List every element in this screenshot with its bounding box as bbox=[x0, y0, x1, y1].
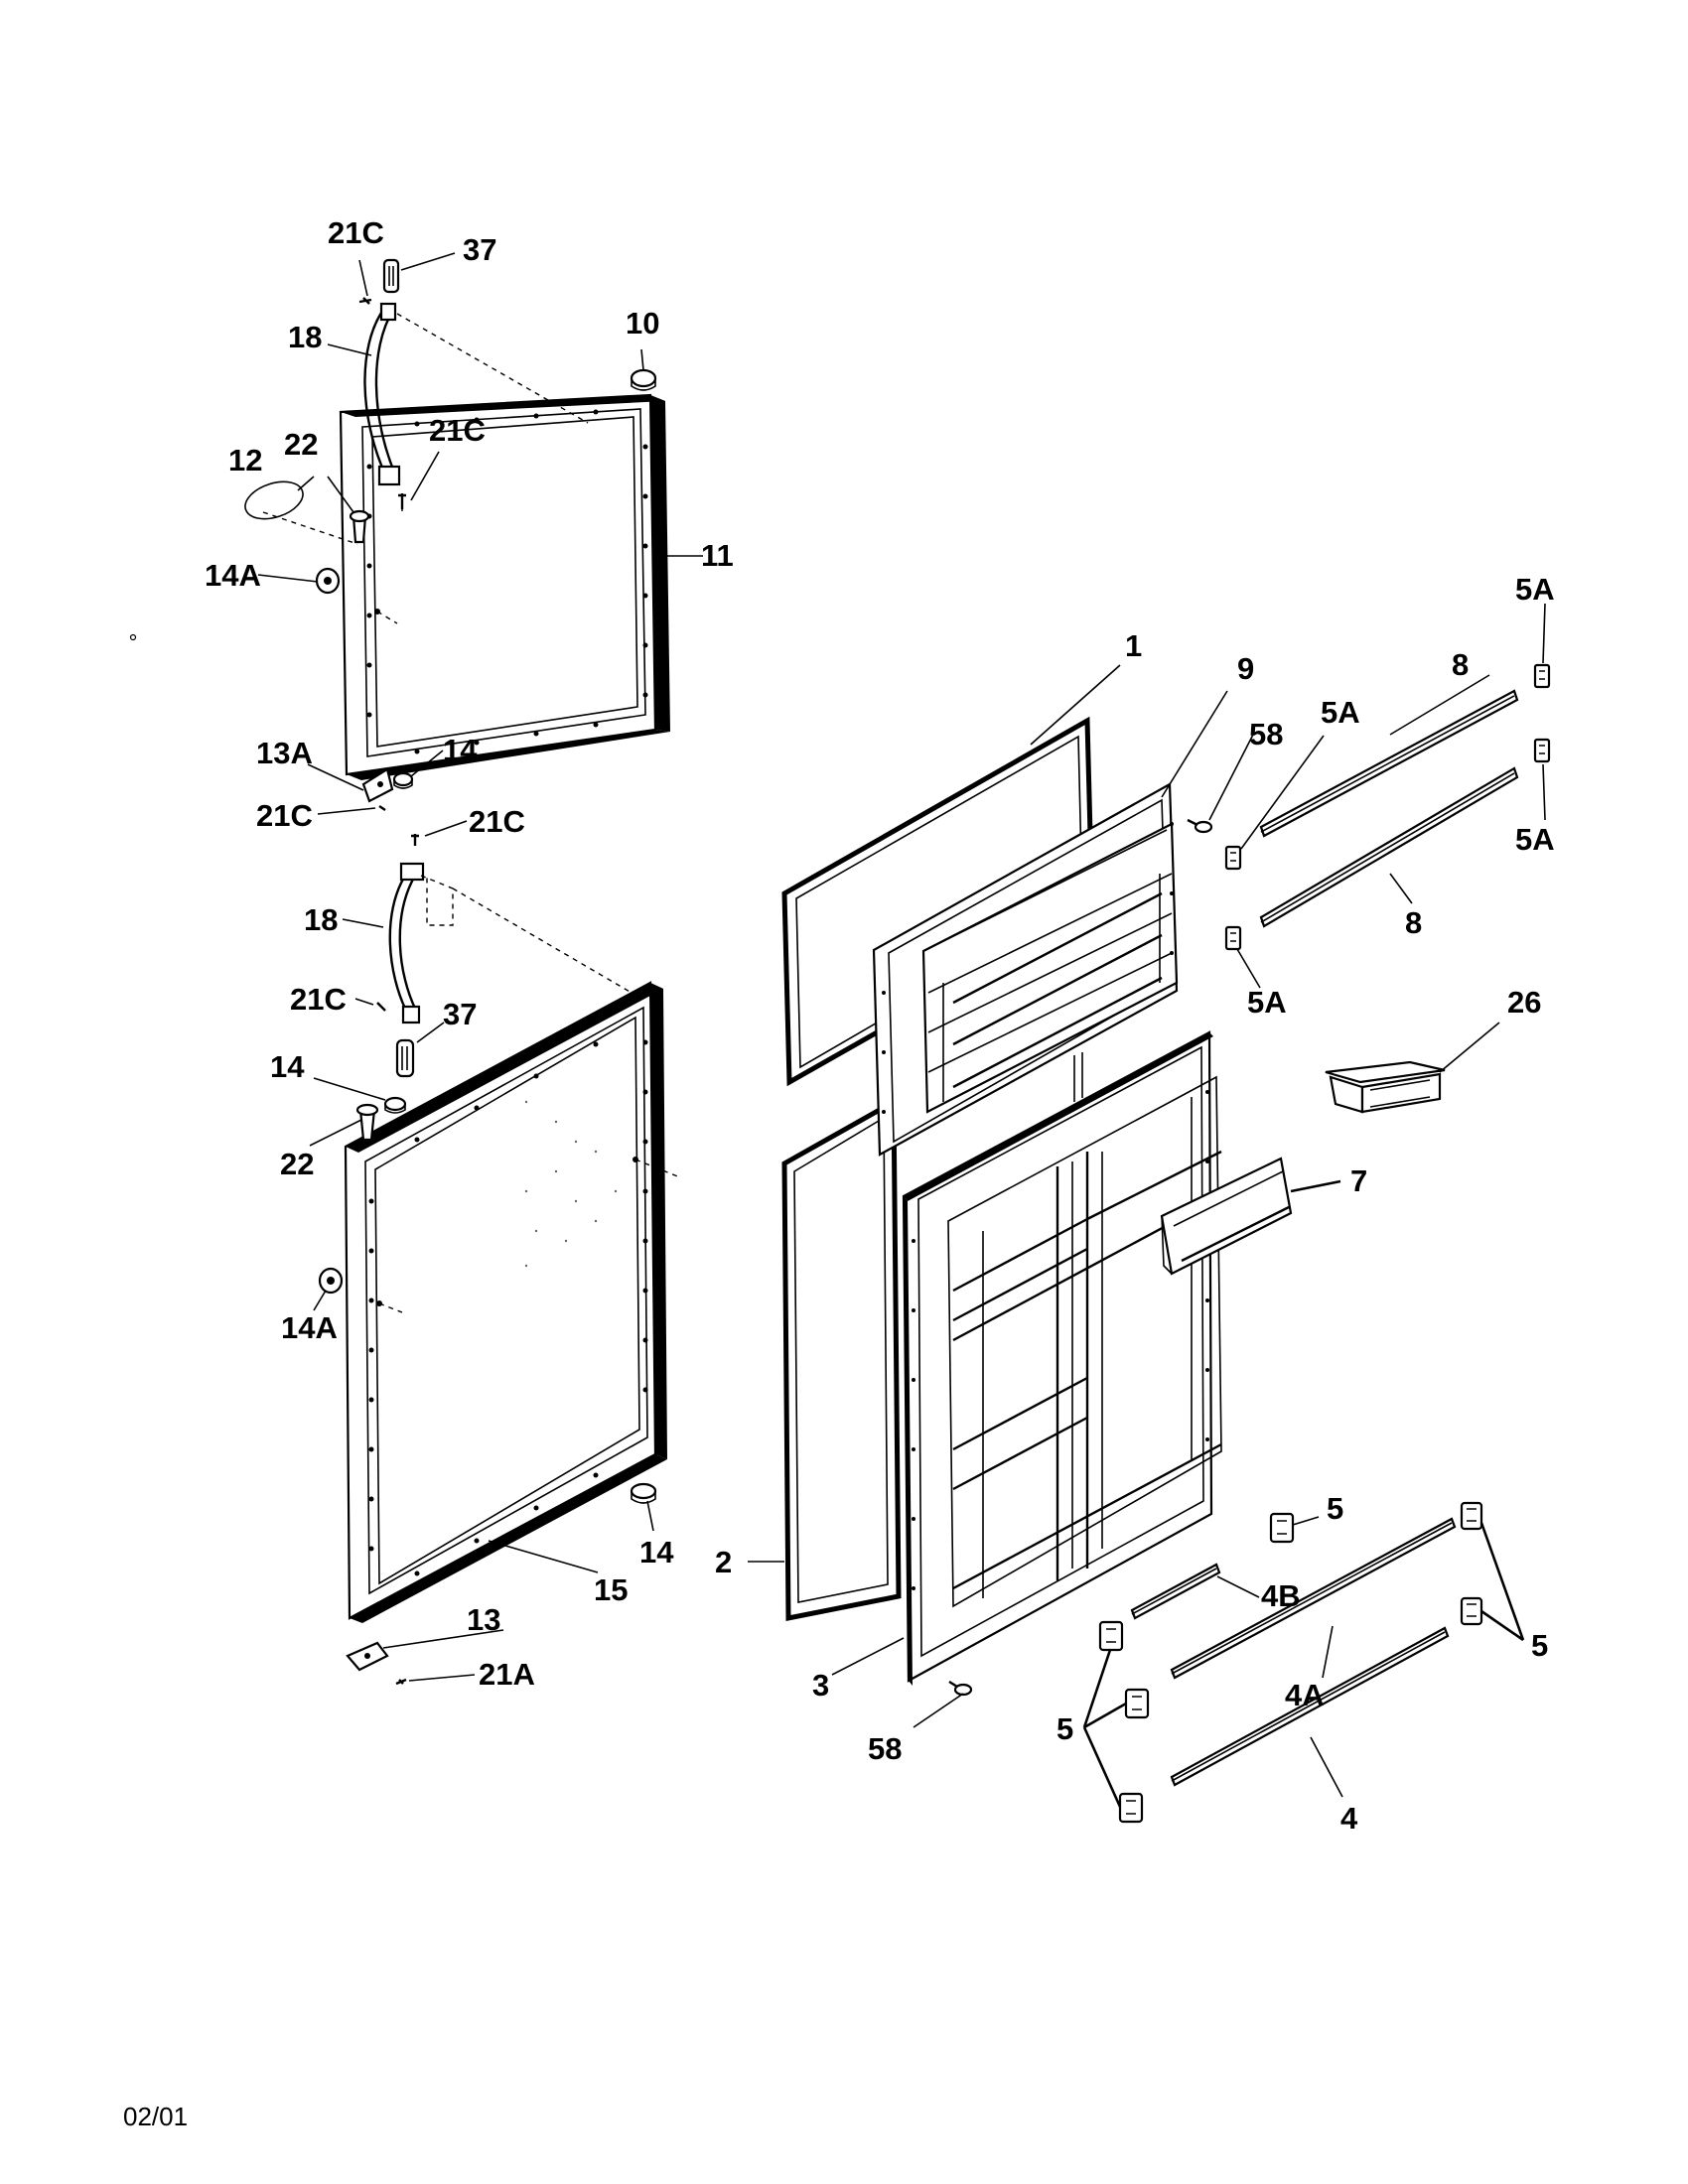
clip-5a-right bbox=[1533, 738, 1551, 763]
screw-21a bbox=[395, 1678, 407, 1686]
hinge-13a bbox=[361, 767, 394, 803]
callout-22-top: 22 bbox=[284, 427, 318, 462]
screw-upper bbox=[358, 297, 372, 305]
callout-8-top: 8 bbox=[1452, 647, 1469, 682]
clip-5-top bbox=[1269, 1512, 1295, 1544]
callout-18-top: 18 bbox=[288, 320, 322, 354]
hinge-pin-14a-upper bbox=[315, 567, 341, 595]
footer-date: 02/01 bbox=[123, 2102, 188, 2131]
clip-5a-low bbox=[1224, 925, 1242, 951]
callout-4: 4 bbox=[1340, 1801, 1358, 1836]
hinge-pin-14a-lower bbox=[318, 1267, 344, 1295]
callout-11: 11 bbox=[701, 538, 734, 573]
leader-lines bbox=[257, 252, 1546, 1808]
shelf-bar-8-lower bbox=[1259, 766, 1519, 928]
bushing-22-lower bbox=[355, 1103, 379, 1142]
callout-12: 12 bbox=[228, 443, 262, 478]
screw-58-top bbox=[1187, 818, 1213, 834]
callout-3: 3 bbox=[812, 1668, 829, 1703]
gasket-2-fresh-food bbox=[781, 1097, 902, 1622]
callout-5a-low: 5A bbox=[1247, 985, 1287, 1020]
handle-lower bbox=[388, 862, 425, 1024]
callout-5-right: 5 bbox=[1531, 1628, 1548, 1663]
callout-22-low: 22 bbox=[280, 1147, 314, 1181]
callout-5-left: 5 bbox=[1056, 1711, 1073, 1746]
callout-8-low: 8 bbox=[1405, 905, 1422, 940]
callout-21c-right: 21C bbox=[469, 804, 525, 839]
screw-58-low bbox=[948, 1680, 973, 1697]
callout-5a-mid: 5A bbox=[1321, 695, 1360, 730]
clip-5a-topright bbox=[1533, 663, 1551, 689]
callout-21c-low: 21C bbox=[290, 982, 347, 1017]
callout-21a: 21A bbox=[479, 1657, 535, 1692]
screw-21c-right bbox=[411, 834, 419, 846]
plug-12 bbox=[244, 480, 304, 520]
bushing-22-upper bbox=[349, 509, 370, 544]
callout-13: 13 bbox=[467, 1602, 500, 1637]
callout-58-top: 58 bbox=[1249, 717, 1283, 751]
handle-upper bbox=[363, 302, 401, 486]
clip-5-right-upper bbox=[1460, 1501, 1483, 1531]
callout-14a-top: 14A bbox=[205, 558, 261, 593]
callout-15: 15 bbox=[594, 1572, 628, 1607]
handle-cap-upper bbox=[382, 258, 400, 294]
callout-10: 10 bbox=[626, 306, 659, 341]
callout-9: 9 bbox=[1237, 651, 1254, 686]
callout-4b: 4B bbox=[1261, 1578, 1301, 1613]
callout-18-low: 18 bbox=[304, 902, 338, 937]
washer-14-upper bbox=[392, 771, 414, 789]
clip-5a-mid bbox=[1224, 845, 1242, 871]
hinge-13-bottom bbox=[346, 1641, 389, 1672]
callout-21c-mid: 21C bbox=[429, 413, 486, 448]
inner-door-liner-9 bbox=[872, 782, 1179, 1157]
callout-5a-right: 5A bbox=[1515, 822, 1555, 857]
clip-5-left-lower bbox=[1118, 1792, 1144, 1824]
washer-14-bottom bbox=[630, 1482, 657, 1504]
callout-14-bottom: 14 bbox=[639, 1535, 674, 1570]
assembly-lines bbox=[262, 313, 633, 994]
callout-14-top: 14 bbox=[443, 733, 478, 767]
callout-13a: 13A bbox=[256, 736, 313, 770]
washer-14-mid bbox=[383, 1096, 407, 1114]
callout-26: 26 bbox=[1507, 985, 1541, 1020]
dairy-door-7 bbox=[1160, 1157, 1293, 1276]
callout-4a: 4A bbox=[1285, 1678, 1325, 1712]
shelf-bar-4b bbox=[1130, 1563, 1221, 1620]
callout-14a-low: 14A bbox=[281, 1310, 338, 1345]
callout-1: 1 bbox=[1125, 628, 1142, 663]
callout-14-low: 14 bbox=[270, 1049, 305, 1084]
shelf-bar-4a bbox=[1170, 1517, 1457, 1680]
shelf-bar-4 bbox=[1170, 1626, 1450, 1787]
callout-7: 7 bbox=[1350, 1163, 1367, 1198]
callout-21c-left: 21C bbox=[256, 798, 313, 833]
clip-5-left-upper bbox=[1098, 1620, 1124, 1652]
fresh-food-door-outer-panel bbox=[344, 981, 681, 1623]
stray-dot bbox=[129, 633, 137, 641]
bin-26 bbox=[1325, 1060, 1446, 1114]
callout-37-top: 37 bbox=[463, 232, 496, 267]
clip-5-left-mid bbox=[1124, 1688, 1150, 1719]
shelf-bar-8-upper bbox=[1259, 689, 1519, 838]
inner-door-liner-3 bbox=[902, 1030, 1222, 1686]
screw-21c-low bbox=[376, 1002, 386, 1012]
handle-cap-lower bbox=[395, 1038, 415, 1078]
callout-2: 2 bbox=[715, 1545, 732, 1579]
screw-21c-left bbox=[378, 805, 386, 811]
callout-58-low: 58 bbox=[868, 1731, 902, 1766]
callout-5a-topright: 5A bbox=[1515, 572, 1555, 607]
cap-10 bbox=[630, 368, 657, 391]
callout-21c-top: 21C bbox=[328, 215, 384, 250]
callout-5-top: 5 bbox=[1327, 1491, 1343, 1526]
clip-5-right-lower bbox=[1460, 1596, 1483, 1626]
callout-37-low: 37 bbox=[443, 997, 477, 1031]
freezer-door-outer-panel bbox=[339, 393, 670, 780]
